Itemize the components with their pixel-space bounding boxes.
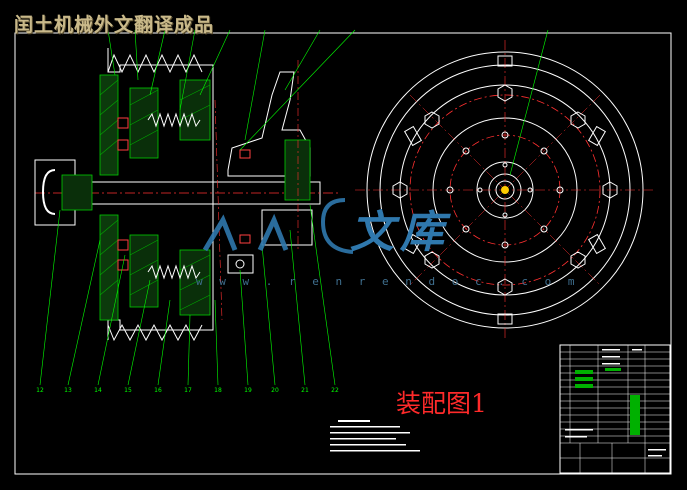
part-balloon-label: 21: [301, 387, 309, 394]
source-banner: 闰土机械外文翻译成品: [14, 14, 215, 36]
part-balloon-label: 18: [214, 387, 222, 394]
part-balloon-label: 13: [64, 387, 72, 394]
part-balloon-label: 20: [271, 387, 279, 394]
leader-lines: [39, 29, 356, 386]
title-block: [559, 344, 671, 474]
section-view: [34, 48, 340, 342]
drawing-caption: 装配图1: [396, 389, 487, 418]
part-balloon-label: 14: [94, 387, 102, 394]
end-view: [355, 29, 655, 340]
drawing-frame: [14, 32, 672, 475]
part-balloon-label: 19: [244, 387, 252, 394]
part-balloon-label: 17: [184, 387, 192, 394]
part-balloon-label: 22: [331, 387, 339, 394]
part-balloon-label: 16: [154, 387, 162, 394]
watermark-glyphs: 文库: [350, 207, 450, 258]
watermark-url: w w w . r e n r e n d o c . c o m: [196, 275, 580, 288]
part-balloon-label: 12: [36, 387, 44, 394]
part-balloon-label: 15: [124, 387, 132, 394]
part-balloons: 12 13 14 15 16 17 18 19 20 21 22: [36, 387, 339, 394]
technical-notes: [330, 420, 420, 452]
watermark-logo: [202, 198, 354, 254]
